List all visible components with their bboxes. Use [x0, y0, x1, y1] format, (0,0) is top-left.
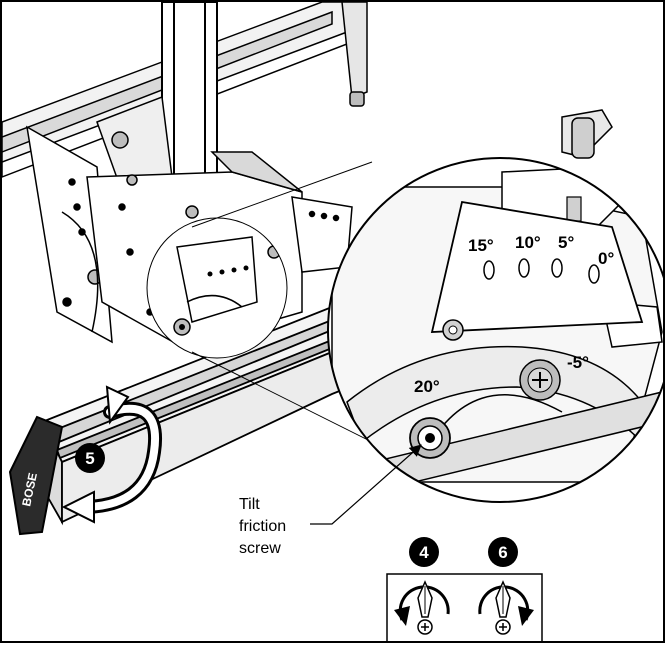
step-5-number: 5 [85, 449, 94, 468]
loosen-screwdriver-icon [394, 580, 450, 635]
angle-label-15: 15° [468, 236, 494, 255]
angle-label-5: 5° [558, 233, 574, 252]
angle-label-20: 20° [414, 377, 440, 396]
detail-source-circle [146, 217, 288, 359]
step-5-badge [75, 443, 105, 473]
angle-label-10: 10° [515, 233, 541, 252]
callout-line-1: Tilt [239, 496, 260, 513]
angle-hole-0 [588, 264, 600, 284]
angle-label-0: 0° [598, 249, 614, 268]
logo-text: BOSE [19, 471, 40, 507]
step-6-number: 6 [498, 543, 507, 562]
step-4-number: 4 [419, 543, 429, 562]
angle-hole-15 [483, 260, 495, 280]
zoom-projection-line [191, 161, 373, 228]
step-6-badge [488, 537, 518, 567]
rotation-arrow-step-5 [61, 385, 162, 524]
callout-line-3: screw [239, 540, 281, 557]
tighten-screwdriver-icon [478, 580, 534, 635]
angle-hole-5 [551, 258, 563, 278]
end-cap: BOSE [8, 415, 64, 536]
callout-line-2: friction [239, 518, 286, 535]
zoom-detail [327, 157, 665, 503]
angle-label-minus-5: -5° [567, 353, 589, 372]
angle-hole-10 [518, 258, 530, 278]
right-rail [561, 109, 613, 159]
screwdriver-icons-box [386, 573, 543, 641]
step-4-badge [409, 537, 439, 567]
callout-leader [310, 444, 422, 525]
